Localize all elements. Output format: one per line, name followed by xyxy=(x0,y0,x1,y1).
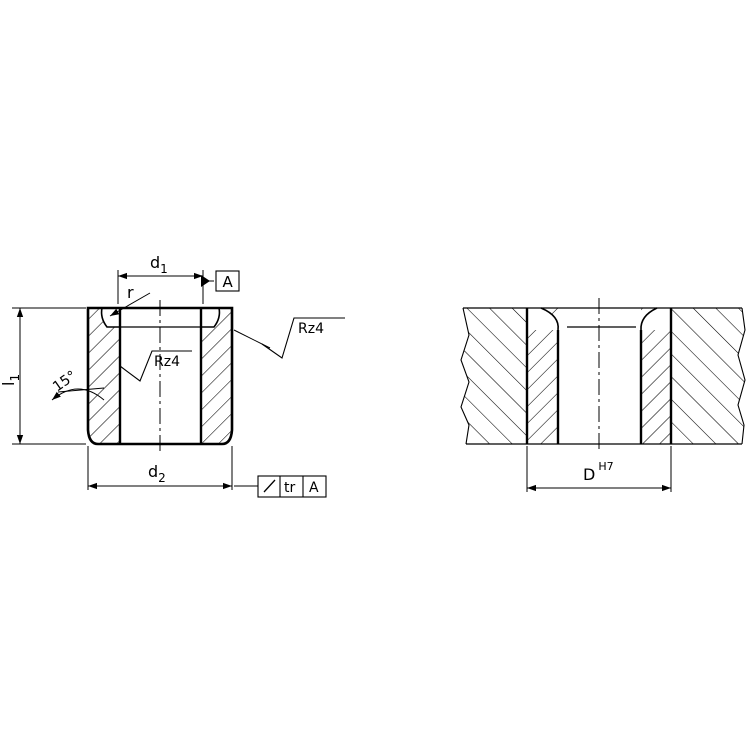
d2-label: d2 xyxy=(148,462,166,485)
datum-label: A xyxy=(223,273,234,291)
outer-roughness-label: Rz4 xyxy=(298,321,324,337)
angle-arc xyxy=(51,388,105,401)
inner-roughness-label: Rz4 xyxy=(154,354,180,370)
datum-box xyxy=(215,270,240,292)
housing-left xyxy=(461,308,527,444)
bushing-view: d1 A r l1 15° Rz4 Rz4 d2 xyxy=(0,253,345,498)
inner-roughness-symbol xyxy=(119,350,192,382)
bushing-chamfer-curve-left xyxy=(100,307,120,328)
bushing-chamfer-curve-right xyxy=(201,307,221,328)
bore-chamfer-curve-right xyxy=(640,307,658,331)
bore-chamfer-curve-left xyxy=(540,307,559,331)
bushing-wall-right xyxy=(201,308,232,444)
radius-leader xyxy=(109,292,151,317)
angle-reference-line xyxy=(57,387,105,393)
bushing-wall-left xyxy=(88,308,120,444)
bushing-outer-outline xyxy=(86,306,234,446)
housing-break-left xyxy=(460,307,470,445)
outer-roughness-symbol xyxy=(261,317,345,359)
runout-icon xyxy=(263,479,276,493)
radius-label: r xyxy=(127,283,134,302)
runout-reference: tr xyxy=(284,480,295,496)
runout-tolerance-frame: tr A xyxy=(257,475,327,498)
bore-bushing-right xyxy=(641,308,671,444)
bore-bushing-left xyxy=(527,308,558,444)
housing-right xyxy=(671,308,745,444)
l1-label: l1 xyxy=(0,374,22,386)
runout-datum: A xyxy=(309,480,319,496)
d1-label: d1 xyxy=(150,253,168,276)
housing-break-right xyxy=(737,307,746,445)
angle-label: 15° xyxy=(50,368,80,395)
datum-triangle xyxy=(201,275,210,287)
bushing-chamfer-right xyxy=(201,308,220,327)
